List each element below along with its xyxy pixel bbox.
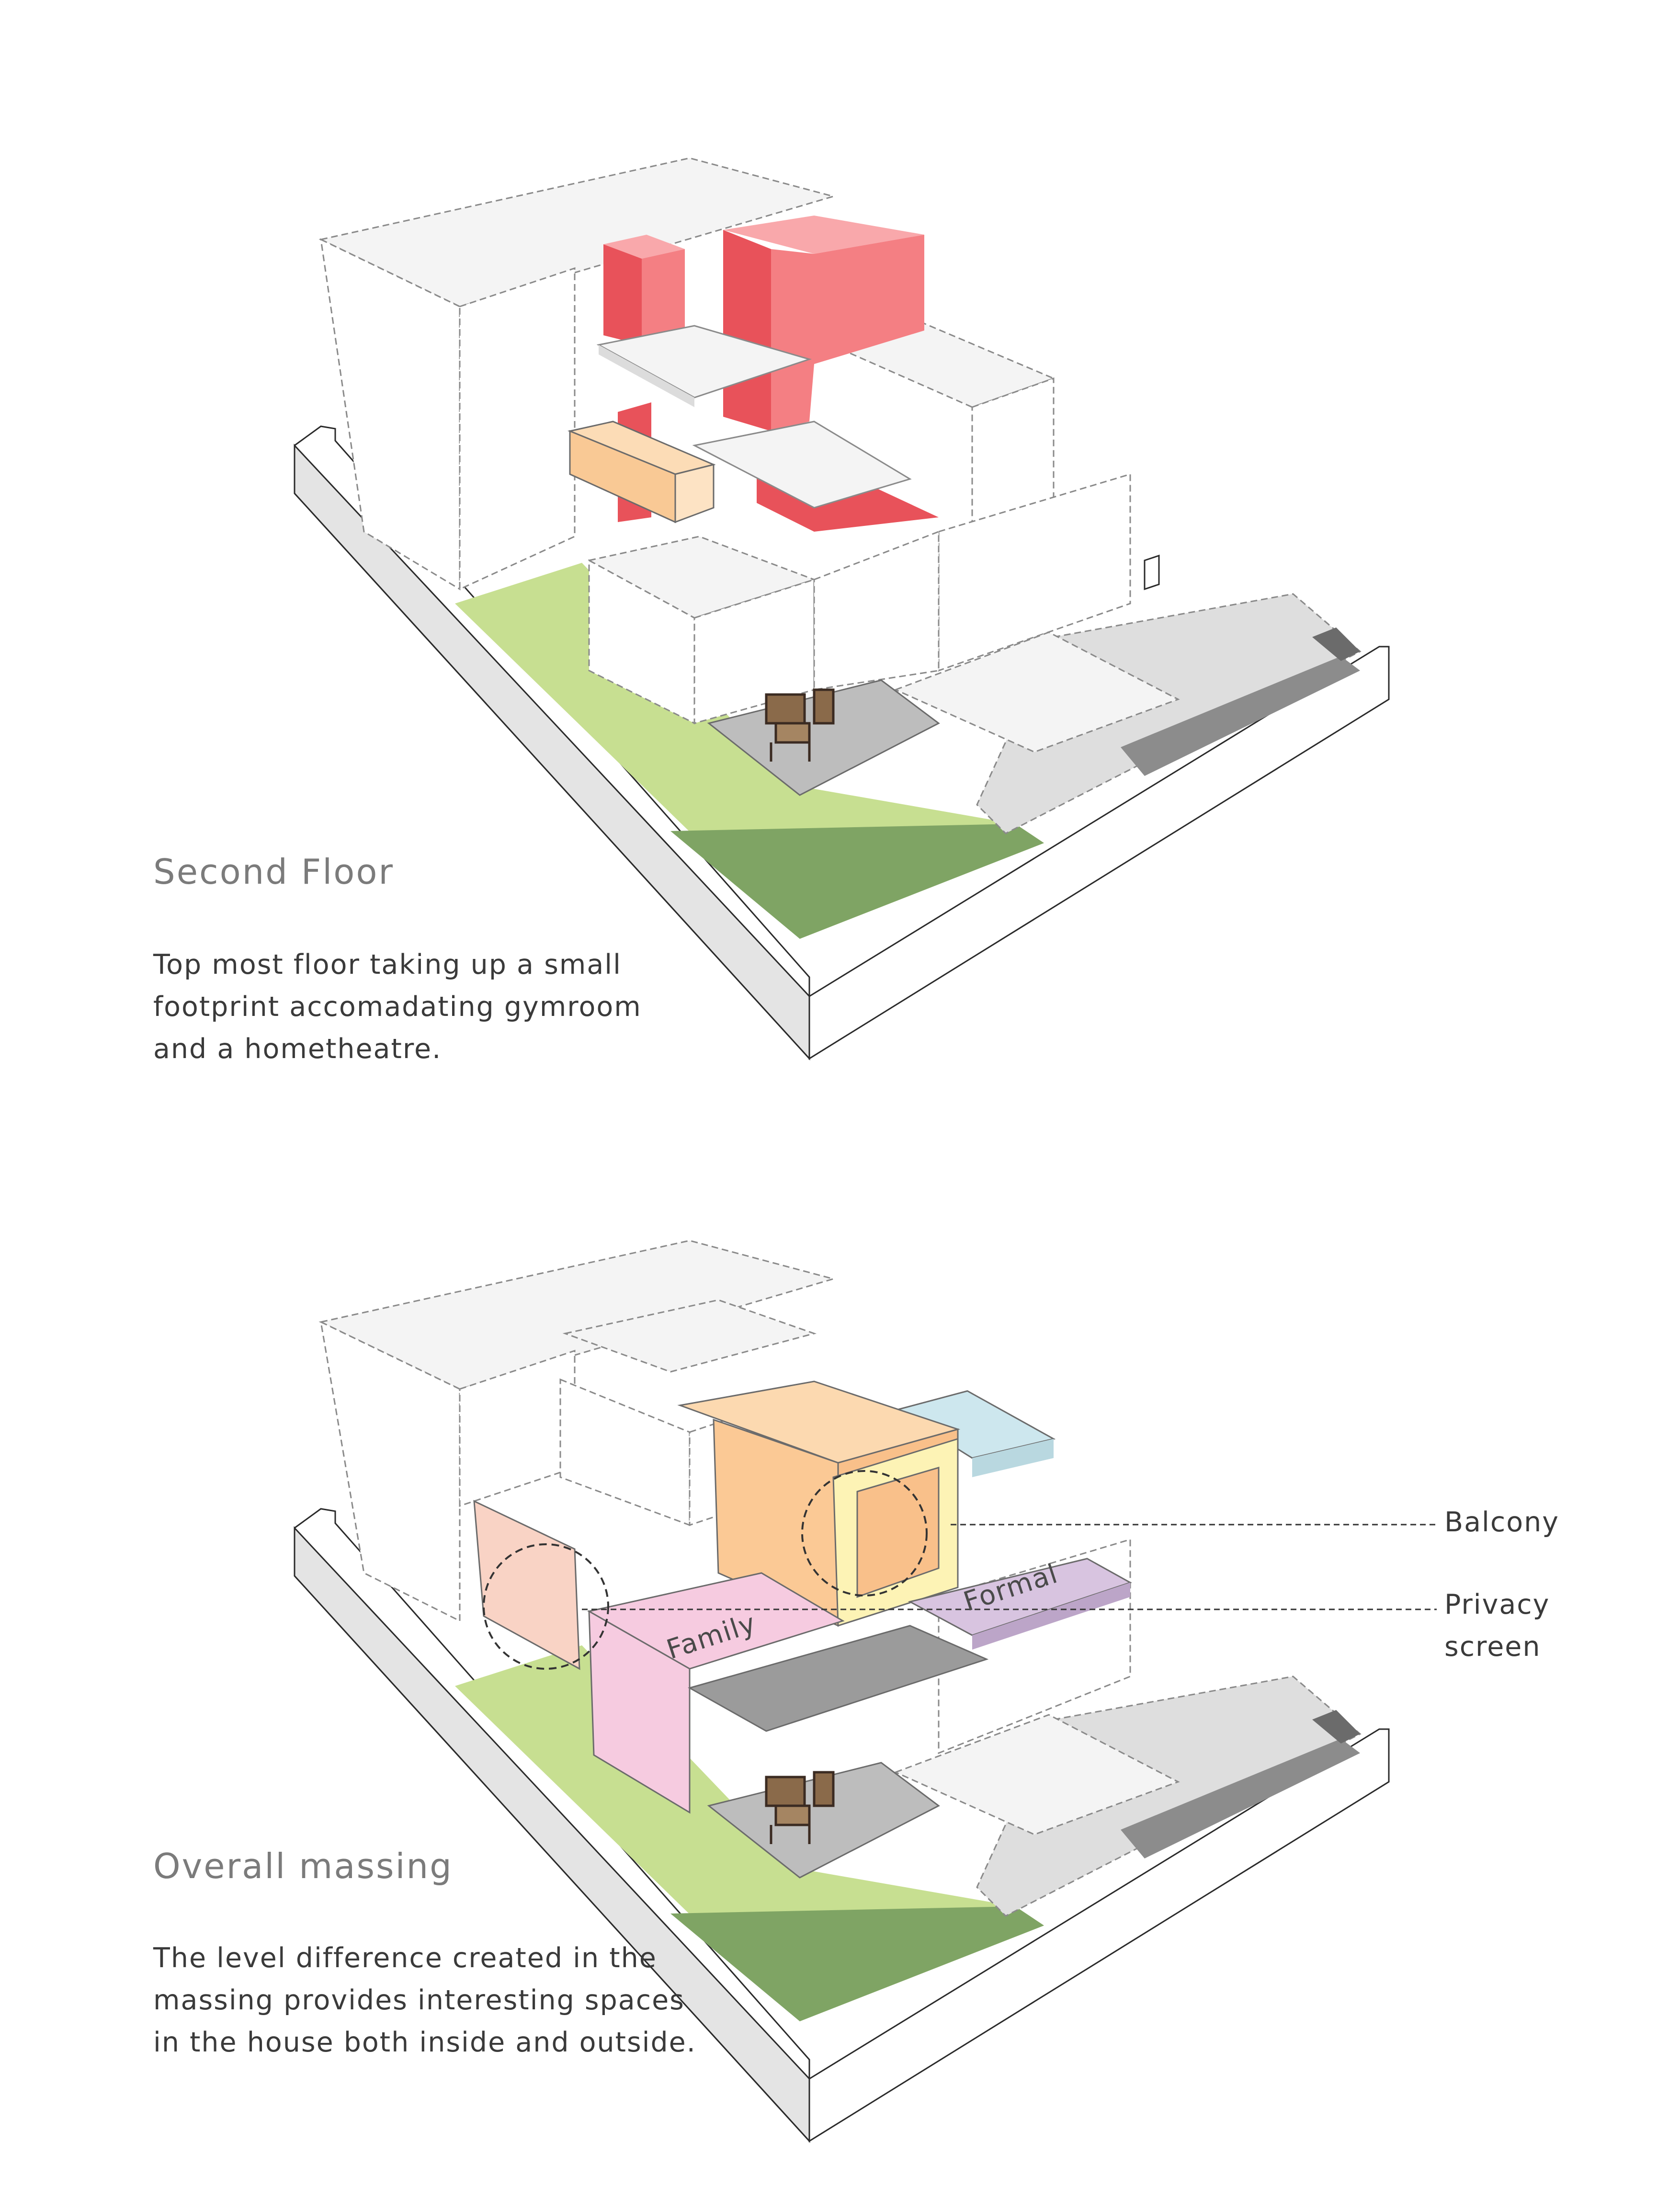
overall-massing-section: Family Formal Balcony Privacy screen Ove… [0,1094,1680,2186]
privacy-screen-panel [473,1500,580,1670]
balcony-frame [832,1437,959,1627]
section-description: Top most floor taking up a small footpri… [153,949,642,1065]
red-masses [603,216,939,532]
second-floor-massing-diagram [294,157,1390,1060]
balcony-callout: Balcony [1444,1506,1559,1538]
furniture-icon [765,688,835,762]
family-zone [587,1572,845,1814]
site-plinth [294,1508,1390,2143]
privacy-screen-callout: Privacy screen [1444,1589,1550,1663]
overall-massing-diagram: Family Formal [294,1240,1437,2143]
furniture-icon [765,1771,835,1844]
orange-box [567,421,716,524]
dark-slab [688,1625,989,1732]
building-blocks [318,157,1180,753]
section-heading: Second Floor [153,852,394,892]
section-heading: Overall massing [153,1846,453,1886]
slab-bridge [596,325,912,509]
second-floor-section: Second Floor Top most floor taking up a … [0,0,1680,1092]
formal-zone [908,1558,1132,1650]
privacy-screen-highlight-circle [483,1543,609,1670]
section-description: The level difference created in the mass… [153,1942,696,2058]
balcony-highlight-circle [801,1470,928,1596]
